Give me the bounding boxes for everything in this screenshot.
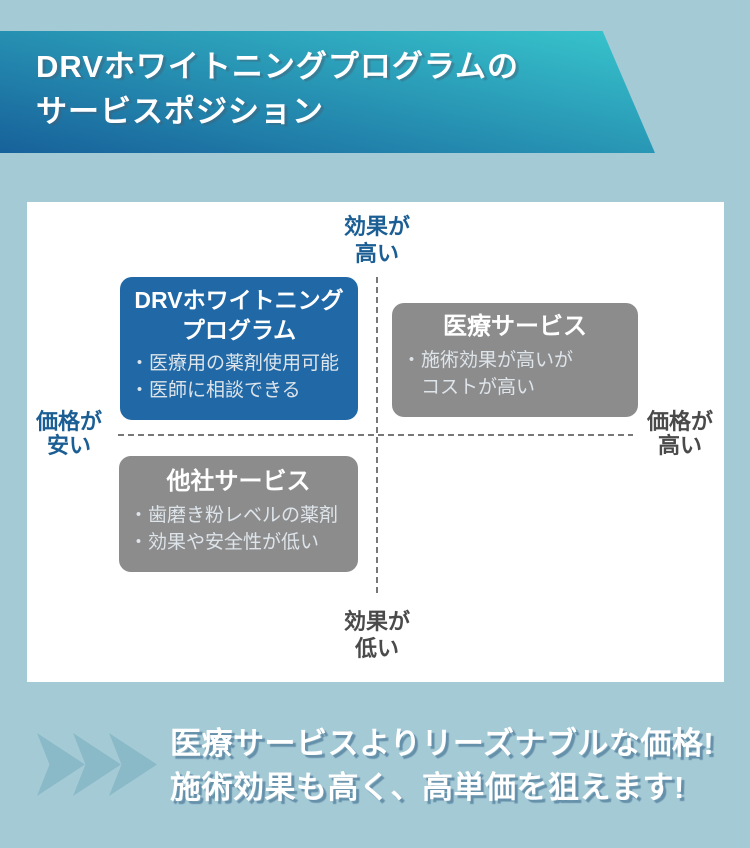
footer: 医療サービスよりリーズナブルな価格! 施術効果も高く、高単価を狙えます! — [0, 690, 750, 848]
footer-headline-line1: 医療サービスよりリーズナブルな価格! — [170, 726, 715, 761]
footer-headline: 医療サービスよりリーズナブルな価格! 施術効果も高く、高単価を狙えます! — [170, 722, 714, 810]
medical-service-bullet-1: ・施術効果が高いが — [402, 350, 574, 371]
page-title-line1: DRVホワイトニングプログラムの — [36, 49, 519, 84]
drv-program-box: DRVホワイトニング プログラム ・医療用の薬剤使用可能 ・医師に相談できる — [120, 277, 358, 420]
competitor-service-box-title: 他社サービス — [166, 468, 311, 495]
competitor-service-bullet-1: ・歯磨き粉レベルの薬剤 — [129, 505, 339, 526]
axis-label-price-high-line2: 高い — [657, 433, 702, 458]
drv-program-box-title-line2: プログラム — [181, 317, 297, 343]
page-title-line2: サービスポジション — [36, 94, 324, 129]
horizontal-dashed-axis — [118, 434, 633, 436]
drv-program-bullet-2: ・医師に相談できる — [130, 380, 301, 401]
drv-program-box-title: DRVホワイトニング プログラム — [120, 285, 358, 345]
medical-service-bullet-2: コストが高い — [402, 377, 536, 398]
drv-program-bullet-1: ・医療用の薬剤使用可能 — [130, 353, 340, 374]
axis-label-effect-high-line2: 高い — [354, 241, 399, 266]
axis-label-effect-high-line1: 効果が — [343, 214, 410, 239]
medical-service-box-title: 医療サービス — [443, 313, 587, 340]
axis-label-effect-low: 効果が 低い — [317, 608, 437, 662]
competitor-service-box-bullets: ・歯磨き粉レベルの薬剤 ・効果や安全性が低い — [119, 502, 358, 556]
axis-label-price-high-line1: 価格が — [646, 409, 713, 434]
axis-label-price-high: 価格が 高い — [640, 410, 720, 458]
drv-program-box-title-line1: DRVホワイトニング — [134, 287, 344, 313]
axis-label-price-low: 価格が 安い — [29, 410, 109, 458]
page-title: DRVホワイトニングプログラムの サービスポジション — [36, 44, 519, 134]
axis-label-price-low-line2: 安い — [46, 433, 91, 458]
drv-program-box-bullets: ・医療用の薬剤使用可能 ・医師に相談できる — [120, 350, 358, 404]
footer-headline-line2: 施術効果も高く、高単価を狙えます! — [170, 770, 685, 805]
axis-label-effect-high: 効果が 高い — [317, 213, 437, 267]
medical-service-box-bullets: ・施術効果が高いが コストが高い — [392, 347, 638, 401]
medical-service-box: 医療サービス ・施術効果が高いが コストが高い — [392, 303, 638, 417]
competitor-service-bullet-2: ・効果や安全性が低い — [129, 532, 320, 553]
axis-label-price-low-line1: 価格が — [35, 409, 102, 434]
vertical-dashed-axis — [376, 277, 378, 597]
axis-label-effect-low-line1: 効果が — [343, 609, 410, 634]
header-banner: DRVホワイトニングプログラムの サービスポジション — [0, 31, 655, 153]
positioning-matrix-card: 効果が 高い 効果が 低い 価格が 安い 価格が 高い DRVホワイトニング プ… — [27, 202, 724, 682]
competitor-service-box: 他社サービス ・歯磨き粉レベルの薬剤 ・効果や安全性が低い — [119, 456, 358, 572]
axis-label-effect-low-line2: 低い — [354, 636, 399, 661]
